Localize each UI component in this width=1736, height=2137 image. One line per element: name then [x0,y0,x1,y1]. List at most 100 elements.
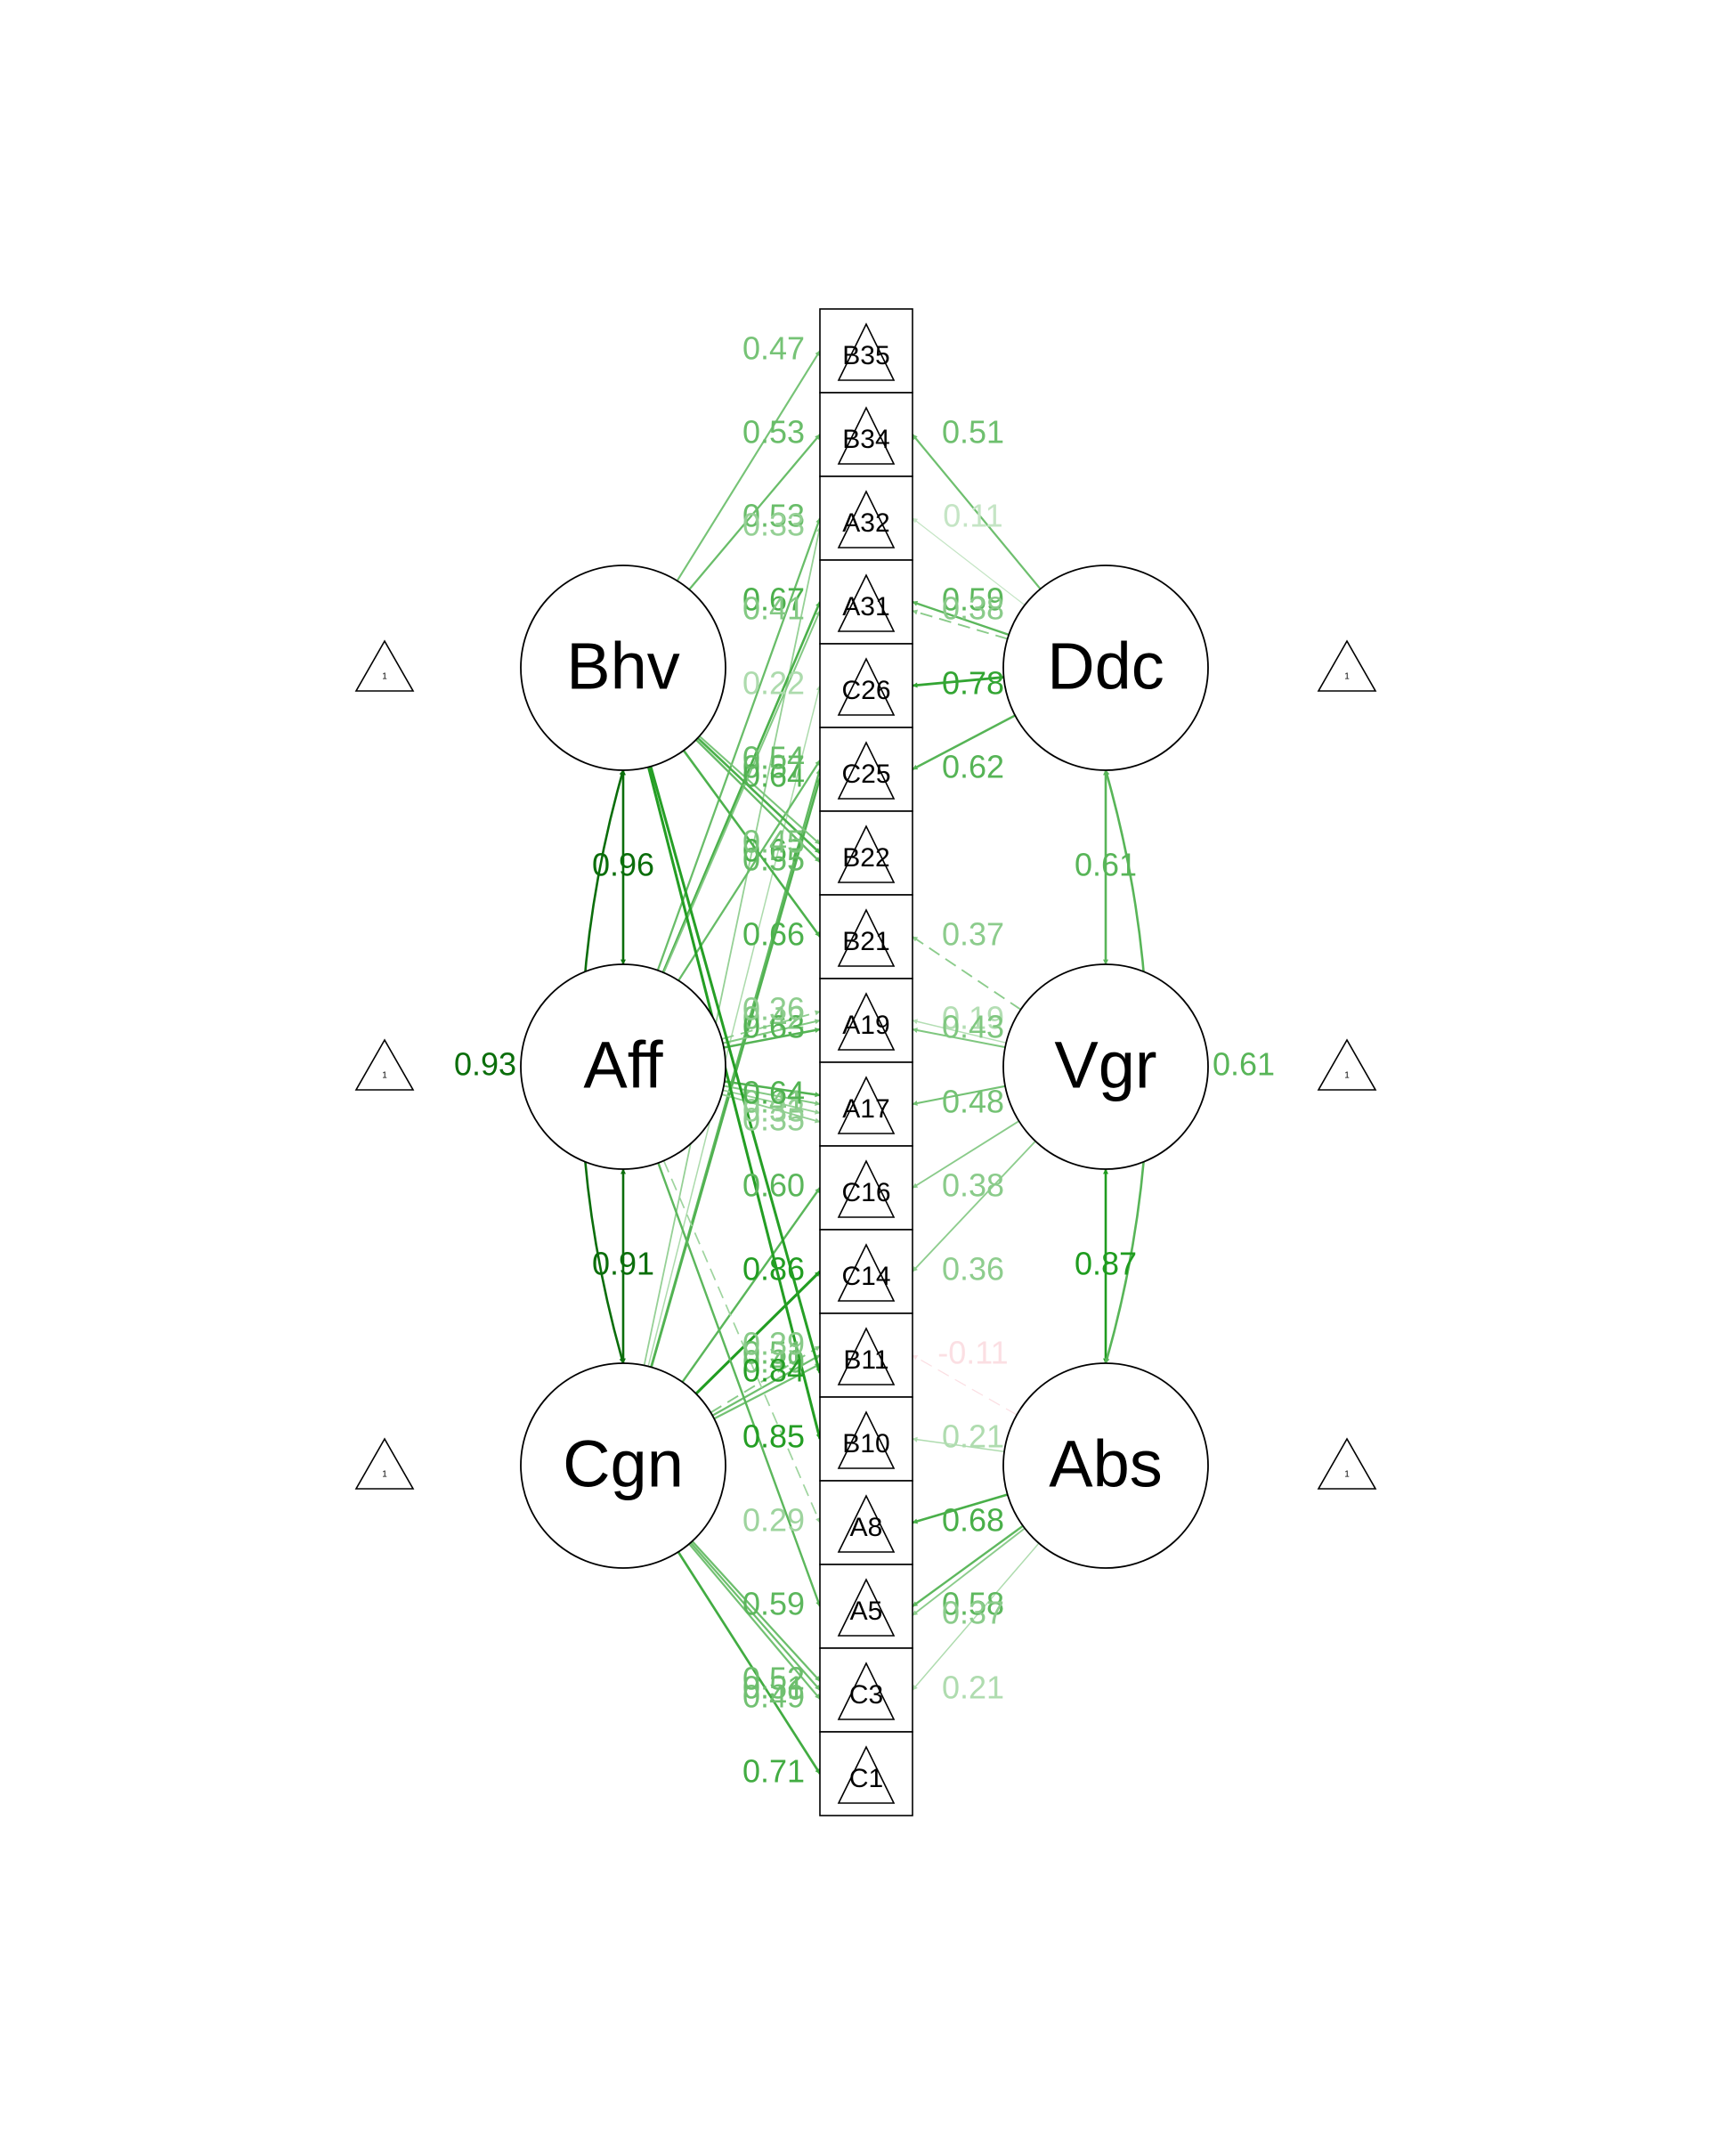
latent-circle-Vgr [1002,963,1209,1170]
loading-label-Aff-A19: 0.36 [742,991,805,1028]
loading-edge-Vgr-C16 [912,1120,1020,1189]
item-label-C3: C3 [849,1680,883,1710]
loading-label-Bhv-B21: 0.66 [742,916,805,953]
loading-edge-Bhv-B22 [698,735,821,845]
loading-label-Aff-A31: 0.67 [742,581,805,618]
loading-label-Cgn-C16: 0.60 [742,1167,805,1204]
loading-label-Aff-A17: 0.35 [742,1101,805,1138]
intercept-triangle-icon [837,825,896,883]
item-node-C26: C26 [819,643,913,728]
intercept-triangle-icon [837,1410,896,1469]
loading-edge-Bhv-B22 [695,738,821,863]
loading-edge-Vgr-A17 [912,1085,1006,1106]
loading-label-Cgn-A32: 0.33 [742,507,805,543]
latent-intercept-Aff: 1 [354,1038,415,1091]
latent-label-Abs: Abs [1049,1427,1163,1501]
intercept-triangle-icon [354,1038,415,1091]
intercept-triangle-icon [1317,1437,1377,1490]
edges-layer [580,350,1149,1775]
loading-label-Cgn-C25: 0.57 [742,749,805,785]
loading-label-Abs-B11: -0.11 [937,1335,1008,1371]
latent-circle-Abs [1002,1362,1209,1569]
loading-label-Cgn-B11: 0.39 [742,1326,805,1362]
loading-edge-Aff-A17 [721,1093,821,1124]
latent-intercept-Vgr: 1 [1317,1038,1377,1091]
loading-label-Bhv-B22: 0.45 [742,824,805,860]
loading-label-Abs-C3: 0.21 [942,1670,1004,1706]
loading-edge-Ddc-A31 [912,600,1010,637]
loading-label-Ddc-C26: 0.78 [942,665,1004,702]
item-node-B22: B22 [819,810,913,896]
loading-edge-Cgn-C16 [681,1187,821,1383]
loading-label-Ddc-A31: 0.38 [942,590,1004,627]
latent-label-Bhv: Bhv [566,630,680,703]
item-node-A31: A31 [819,559,913,645]
loading-label-Aff-A31: 0.41 [742,590,805,627]
loading-label-Vgr-A19: 0.43 [942,1009,1004,1045]
covariance-label-Ddc-Vgr: 0.61 [1075,847,1137,883]
intercept-triangle-icon [837,573,896,632]
latent-circle-Bhv [520,565,726,771]
intercept-triangle-icon [837,1494,896,1553]
loading-label-Bhv-B11: 0.84 [742,1353,805,1389]
loading-edge-Abs-A5 [912,1527,1026,1616]
latent-circle-Aff [520,963,726,1170]
intercept-triangle-icon [1317,639,1377,692]
item-label-C16: C16 [841,1178,890,1207]
loading-label-Aff-A32: 0.53 [742,498,805,534]
nodes-layer: B35B34A32A31C26C25B22B21A19A17C16C14B11B… [354,308,1377,1816]
loading-edge-Vgr-A19 [912,1028,1006,1049]
loading-label-Ddc-C25: 0.62 [942,749,1004,785]
loading-edge-Aff-A8 [662,1160,821,1524]
loading-label-Abs-B10: 0.21 [942,1418,1004,1455]
latent-node-Aff: Aff [520,963,726,1170]
item-label-B35: B35 [842,341,889,370]
loading-edge-Cgn-C14 [694,1270,822,1395]
loading-edge-Abs-A5 [912,1524,1024,1607]
item-label-A8: A8 [850,1513,883,1542]
loading-edge-Ddc-B34 [912,434,1042,590]
item-node-A19: A19 [819,978,913,1063]
item-label-C1: C1 [849,1764,883,1793]
intercept-one-label: 1 [1344,1071,1350,1081]
covariance-label-Bhv-Cgn: 0.93 [454,1046,516,1083]
loading-edge-Aff-A31 [662,610,821,973]
loading-edge-Bhv-B35 [676,350,821,581]
loading-edge-Abs-A8 [912,1493,1009,1524]
item-node-A32: A32 [819,475,913,561]
covariance-label-Vgr-Abs: 0.87 [1075,1246,1137,1282]
loading-label-Aff-A17: 0.33 [742,1093,805,1129]
loading-label-Aff-A19: 0.42 [742,1000,805,1036]
item-label-B34: B34 [842,425,889,454]
intercept-triangle-icon [837,741,896,800]
loading-edge-Aff-A31 [661,601,822,973]
loading-label-Cgn-C3: 0.49 [742,1678,805,1715]
loading-label-Cgn-B11: 0.51 [742,1335,805,1371]
intercept-triangle-icon [837,992,896,1051]
loading-label-Bhv-B22: 0.55 [742,841,805,878]
item-node-A8: A8 [819,1480,913,1565]
item-node-C25: C25 [819,727,913,812]
latent-label-Cgn: Cgn [563,1427,684,1501]
latent-node-Cgn: Cgn [520,1362,726,1569]
intercept-triangle-icon [354,1437,415,1490]
loading-label-Cgn-C26: 0.22 [742,665,805,702]
item-node-C1: C1 [819,1731,913,1816]
loading-edge-Cgn-C26 [647,685,822,1367]
covariance-label-Aff-Cgn: 0.91 [592,1246,654,1282]
latent-node-Vgr: Vgr [1002,963,1209,1170]
item-label-A19: A19 [842,1011,889,1040]
item-label-A32: A32 [842,508,889,538]
loading-edge-Abs-B10 [912,1436,1005,1452]
intercept-triangle-icon [837,406,896,465]
loading-edge-Vgr-B21 [912,936,1022,1011]
loading-label-Abs-A5: 0.37 [942,1595,1004,1631]
loading-edge-Bhv-B21 [682,750,822,938]
item-node-B35: B35 [819,308,913,394]
item-node-C3: C3 [819,1647,913,1733]
item-label-B11: B11 [843,1345,888,1375]
latent-label-Aff: Aff [583,1028,663,1102]
intercept-triangle-icon [837,908,896,967]
loading-label-Cgn-C1: 0.71 [742,1753,805,1790]
intercept-triangle-icon [837,1578,896,1637]
